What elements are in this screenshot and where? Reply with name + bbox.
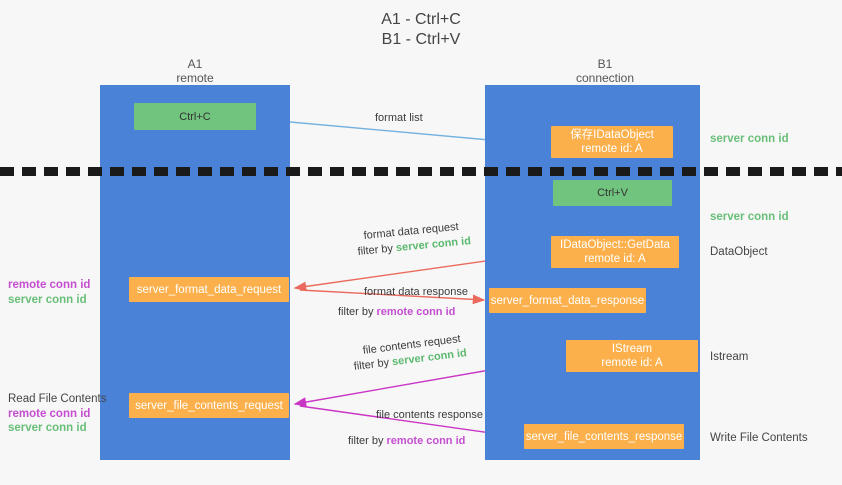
note-read-file-contents: Read File Contents remote conn id server… — [8, 392, 106, 436]
node-istream[interactable]: IStream remote id: A — [566, 340, 698, 372]
node-save-idataobject-line2: remote id: A — [581, 143, 643, 155]
title-line-1: A1 - Ctrl+C — [381, 11, 461, 28]
edge-label-file-contents-response-filter-value: remote conn id — [386, 435, 466, 447]
note-istream: Istream — [710, 351, 749, 363]
node-ctrl-c-label: Ctrl+C — [179, 110, 211, 123]
node-istream-line2: remote id: A — [601, 357, 663, 369]
lane-header-b1-name: B1 — [597, 57, 613, 71]
note-conn-ids-middle-server: server conn id — [8, 293, 87, 306]
node-idataobject-getdata[interactable]: IDataObject::GetData remote id: A — [551, 236, 679, 268]
edge-label-format-data-response: format data response — [364, 286, 468, 298]
lane-header-b1: B1 connection — [520, 57, 690, 85]
edge-label-file-contents-response-filter-prefix: filter by — [348, 435, 387, 447]
edge-label-format-data-request-filter-prefix: filter by — [357, 242, 397, 258]
node-getdata-line1: IDataObject::GetData — [560, 239, 670, 251]
note-read-file-contents-remote: remote conn id — [8, 407, 91, 420]
lane-header-a1: A1 remote — [120, 57, 270, 85]
note-server-conn-id-mid: server conn id — [710, 211, 789, 223]
node-save-idataobject-line1: 保存IDataObject — [570, 129, 654, 141]
node-server-format-data-request-label: server_format_data_request — [136, 283, 282, 296]
edge-label-file-contents-response-filter: filter by remote conn id — [348, 434, 465, 449]
node-server-file-contents-response-label: server_file_contents_response — [525, 430, 683, 443]
edge-label-file-contents-response: file contents response — [376, 409, 484, 421]
node-ctrl-c[interactable]: Ctrl+C — [134, 103, 256, 130]
dashed-divider — [0, 167, 842, 176]
edge-label-format-data-response-filter-value: remote conn id — [376, 306, 456, 318]
note-write-file-contents: Write File Contents — [710, 432, 808, 444]
diagram-title: A1 - Ctrl+C B1 - Ctrl+V — [0, 10, 842, 50]
note-read-file-contents-server: server conn id — [8, 422, 87, 434]
edge-label-format-list: format list — [375, 112, 423, 124]
node-getdata-line2: remote id: A — [584, 253, 646, 265]
edge-label-file-contents-request-filter-prefix: filter by — [353, 356, 393, 373]
node-server-format-data-response-label: server_format_data_response — [490, 294, 645, 307]
lane-header-b1-subtitle: connection — [575, 71, 635, 85]
node-server-file-contents-request-label: server_file_contents_request — [135, 399, 283, 412]
node-server-format-data-request[interactable]: server_format_data_request — [129, 277, 289, 302]
lane-header-a1-name: A1 — [187, 57, 203, 71]
note-conn-ids-middle: remote conn id server conn id — [8, 278, 90, 307]
node-server-file-contents-request[interactable]: server_file_contents_request — [129, 393, 289, 418]
node-istream-line1: IStream — [611, 343, 653, 355]
note-dataobject: DataObject — [710, 246, 768, 258]
note-server-conn-id-top: server conn id — [710, 133, 789, 145]
lane-header-a1-subtitle: remote — [176, 71, 214, 85]
node-save-idataobject[interactable]: 保存IDataObject remote id: A — [551, 126, 673, 158]
node-server-format-data-response[interactable]: server_format_data_response — [489, 288, 646, 313]
edge-label-format-data-response-filter-prefix: filter by — [338, 306, 377, 318]
note-conn-ids-middle-remote: remote conn id — [8, 279, 91, 291]
note-read-file-contents-title: Read File Contents — [8, 393, 107, 405]
edge-label-format-data-response-filter: filter by remote conn id — [338, 305, 455, 320]
node-ctrl-v[interactable]: Ctrl+V — [553, 180, 672, 206]
title-line-2: B1 - Ctrl+V — [381, 31, 461, 48]
node-ctrl-v-label: Ctrl+V — [597, 187, 628, 199]
node-server-file-contents-response[interactable]: server_file_contents_response — [524, 424, 684, 449]
